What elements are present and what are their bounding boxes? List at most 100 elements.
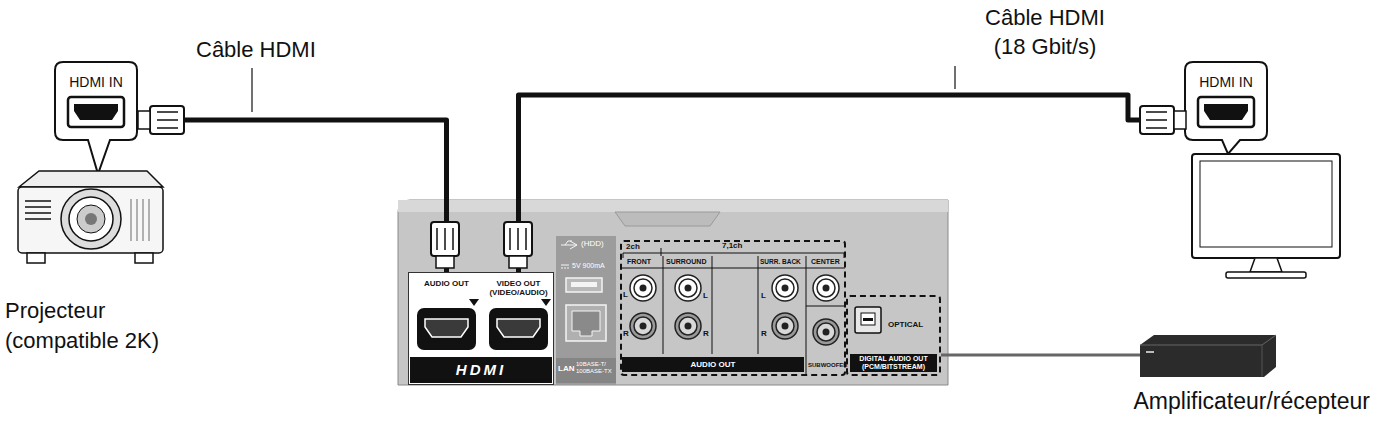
hdmi-cable [137, 120, 447, 275]
callout-shape [68, 97, 124, 127]
port-label: (HDD) [581, 240, 604, 249]
television [1226, 272, 1306, 278]
panel-band: DIGITAL AUDIO OUT (PCM/BITSTREAM) [850, 354, 937, 372]
hdmi-plug [431, 222, 459, 268]
port-label: AUDIO OUT [411, 279, 482, 288]
audio-out-panel [675, 275, 701, 301]
usb-lan-area [561, 241, 577, 249]
callout-shape [74, 104, 118, 120]
usb-lan-area [571, 282, 597, 287]
hdmi-port-box: VIDEO OUT (VIDEO/AUDIO) [483, 275, 554, 355]
television [1200, 161, 1332, 247]
projector-drawing [135, 253, 153, 263]
leader-line [954, 66, 955, 89]
player-panel [398, 200, 948, 212]
device-label: Projecteur (compatible 2K) [5, 296, 190, 356]
cable-label: Câble HDMI [196, 36, 316, 64]
audio-out-panel [622, 256, 845, 374]
usb-lan-area [556, 236, 616, 385]
television [1250, 258, 1282, 272]
port-label: HDMI IN [1185, 74, 1267, 90]
optical-port [863, 318, 873, 321]
channel-label: CENTER [811, 258, 840, 266]
amplifier-drawing [1140, 335, 1276, 345]
projector-drawing [15, 165, 167, 275]
callout-shape [1185, 62, 1267, 154]
hdmi-cable [519, 95, 1186, 275]
hdmi-logo: HDMI [410, 357, 552, 383]
side-label: L [623, 291, 628, 300]
side-label: L [761, 292, 766, 301]
hdmi-plug [504, 222, 532, 268]
callout-box: HDMI IN [55, 62, 137, 140]
leader-line [251, 68, 252, 112]
callout-box: HDMI IN [1185, 62, 1267, 140]
player-panel [398, 200, 948, 385]
projector-drawing [61, 189, 121, 249]
device-label: Amplificateur/récepteur [1134, 387, 1371, 415]
side-label: R [761, 330, 767, 339]
channel-label: SUBWOOFER [808, 362, 848, 369]
projector-drawing [19, 171, 163, 187]
hdmi-group: HDMI AUDIO OUTVIDEO OUT (VIDEO/AUDIO) [408, 272, 554, 385]
hdmi-cable [941, 354, 1140, 357]
audio-out-panel [630, 275, 656, 301]
usb-lan-area [561, 265, 569, 268]
audio-out-panel [630, 313, 656, 339]
hdmi-plug [509, 256, 527, 268]
hdmi-plug [138, 111, 150, 129]
hdmi-plug [1140, 106, 1174, 134]
projector-drawing [131, 199, 149, 241]
hdmi-port [425, 319, 468, 337]
projector-drawing [77, 205, 105, 233]
hdmi-plug [510, 228, 526, 250]
projector-drawing [18, 187, 163, 253]
player-panel [615, 212, 720, 226]
callout-shape [1204, 104, 1248, 120]
port-label: 5V 900mA [572, 262, 605, 270]
port-label: 10BASE-T/ 100BASE-TX [576, 361, 616, 375]
digital-out-group: OPTICAL DIGITAL AUDIO OUT (PCM/BITSTREAM) [846, 295, 941, 376]
hdmi-plug [1174, 111, 1186, 129]
side-label: L [703, 292, 708, 301]
optical-port [855, 307, 881, 333]
hdmi-plug [138, 106, 184, 134]
port-label: OPTICAL [888, 320, 923, 329]
channel-label: 7,1ch [722, 242, 742, 251]
usb-lan-area [556, 236, 616, 385]
amplifier-drawing [1146, 351, 1154, 353]
hdmi-port [497, 319, 540, 337]
port-label: HDMI IN [55, 74, 137, 90]
callout-shape [1185, 62, 1267, 154]
side-label: R [703, 330, 709, 339]
audio-out-panel [813, 319, 839, 345]
callout-shape [55, 62, 137, 174]
hdmi-plug [1140, 106, 1186, 134]
audio-out-panel [675, 313, 701, 339]
optical-port [861, 313, 875, 325]
usb-lan-area [572, 311, 600, 336]
hdmi-port [417, 308, 476, 350]
channel-label: 2ch [626, 243, 640, 252]
optical-port [855, 307, 881, 333]
amplifier-drawing [1262, 345, 1263, 377]
hdmi-plug [504, 222, 532, 256]
projector-drawing [69, 197, 113, 241]
television [1192, 154, 1340, 278]
hdmi-port [489, 308, 548, 350]
television [1192, 154, 1340, 258]
hdmi-port [541, 299, 551, 306]
panel-band: AUDIO OUT [622, 357, 804, 372]
side-label: R [623, 330, 629, 339]
player-panel [398, 200, 948, 385]
projector: Projecteur (compatible 2K) [15, 165, 167, 275]
audio-out-panel [772, 275, 798, 301]
amplifier-drawing [1140, 335, 1276, 377]
channel-label: SURROUND [666, 258, 706, 266]
channel-label: FRONT [627, 258, 651, 266]
callout-shape [1198, 97, 1254, 127]
audio-out-panel [772, 313, 798, 339]
hdmi-plug [1146, 112, 1167, 128]
hdmi-plug [431, 222, 459, 256]
